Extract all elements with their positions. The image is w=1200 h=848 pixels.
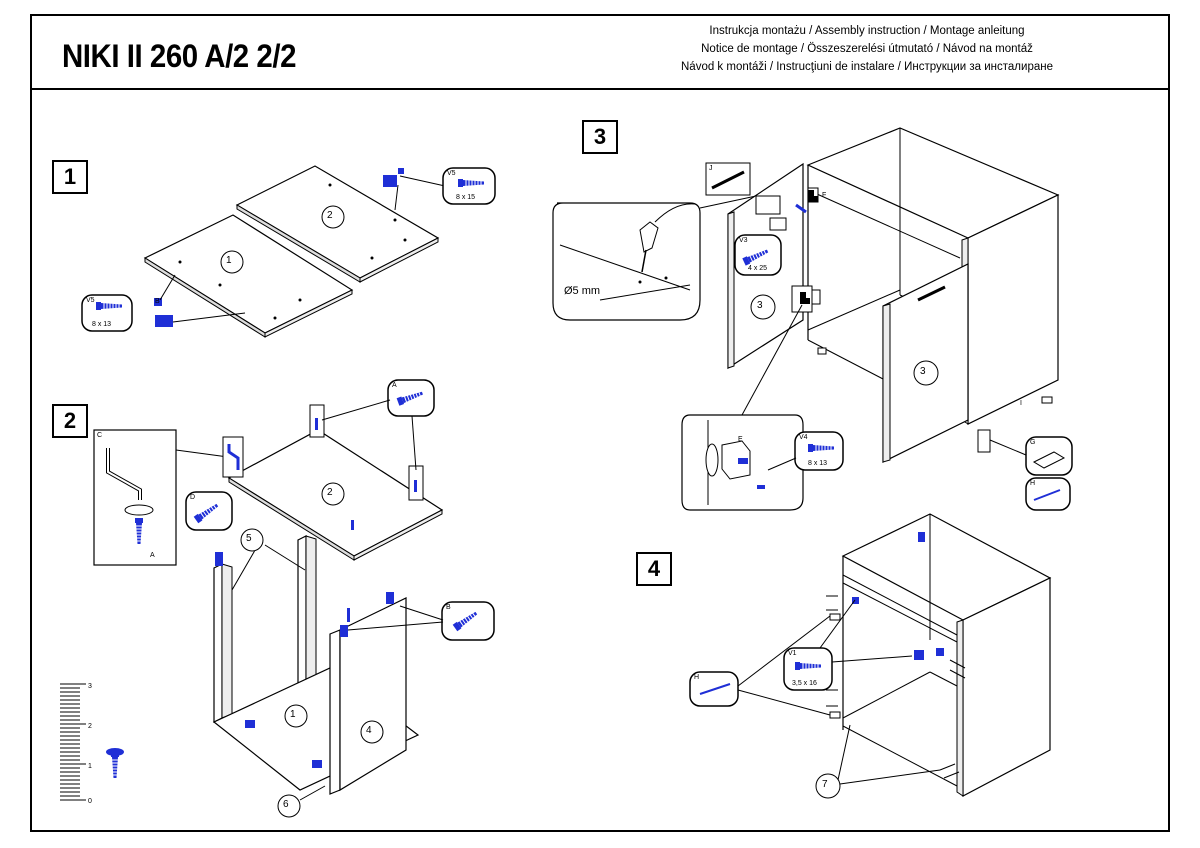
- step1-panel-1: [143, 214, 354, 338]
- part-h-letter-step3: H: [1030, 480, 1036, 487]
- step2-detail-inset: [93, 429, 229, 566]
- step3-cabinet: [806, 127, 1060, 425]
- part-g-letter: G: [1030, 439, 1036, 446]
- step-4-label: 4: [636, 552, 672, 586]
- v1-size: 3,5 x 16: [792, 680, 817, 687]
- v4-code: V4: [799, 434, 808, 441]
- drill-diameter: Ø5 mm: [564, 285, 601, 297]
- language-line: Notice de montage / Összeszerelési útmut…: [701, 43, 1033, 55]
- v5-code-left: V5: [86, 297, 95, 304]
- part-a-letter: A: [392, 382, 397, 389]
- part-a-letter-inset: A: [150, 552, 155, 559]
- product-title: NIKI II 260 A/2 2/2: [62, 38, 296, 74]
- screw-badge-d: [185, 491, 233, 531]
- gauge-mark-2: 2: [88, 723, 92, 730]
- screw-badge-v5-right: [442, 167, 496, 205]
- part-2-number: 2: [327, 210, 333, 221]
- part-j-letter: J: [709, 165, 713, 172]
- step2-carcass: [212, 535, 420, 801]
- part-3-marker-left: [750, 294, 776, 320]
- screw-badge-v4: [767, 431, 844, 471]
- part-i-letter: I: [1020, 400, 1022, 407]
- v5-code: V5: [447, 170, 456, 177]
- part-7-marker: [815, 773, 841, 799]
- language-line: Instrukcja montażu / Assembly instructio…: [709, 25, 1025, 37]
- screw-badge-v5-left: [81, 294, 133, 332]
- part-2-number-step2: 2: [327, 487, 333, 498]
- step3-hinge-inset: [681, 304, 804, 511]
- part-e-letter: E: [738, 436, 743, 443]
- part-f-letter: F: [822, 192, 827, 199]
- screw-badge-v3: [734, 234, 782, 276]
- part-2-marker: [321, 205, 345, 229]
- instruction-sheet-border: [30, 14, 1170, 832]
- gauge-mark-1: 1: [88, 763, 92, 770]
- part-1-marker: [220, 250, 244, 274]
- screw-badge-v1: [783, 599, 913, 691]
- v5-size: 8 x 15: [456, 194, 476, 201]
- language-line: Návod k montáži / Instrucţiuni de instal…: [681, 61, 1053, 73]
- part-1-marker-step2: [284, 704, 308, 728]
- part-1-number-step2: 1: [290, 709, 296, 720]
- screw-badge-a: [321, 379, 435, 471]
- v3-code: V3: [739, 237, 748, 244]
- part-h-letter-step4: H: [694, 674, 700, 681]
- part-1-number: 1: [226, 255, 232, 266]
- step1-connector-left: [154, 274, 246, 327]
- step3-handle-part-j: [705, 162, 751, 196]
- part-3-number-left: 3: [757, 300, 763, 311]
- v5-size-left: 8 x 13: [92, 321, 112, 328]
- part-5-number: 5: [246, 533, 252, 544]
- part-5-marker: [240, 528, 264, 552]
- step4-cabinet: [826, 513, 1052, 797]
- gauge-mark-0: 0: [88, 798, 92, 805]
- screw-badge-b: [347, 601, 495, 641]
- part-b-letter-step2: B: [446, 604, 451, 611]
- v1-code: V1: [788, 650, 797, 657]
- screw-gauge-ruler: [60, 683, 124, 801]
- v4-size: 8 x 13: [808, 460, 828, 467]
- part-h-badge-step4: [689, 615, 831, 716]
- part-6-marker: [277, 794, 301, 818]
- step-1-label: 1: [52, 160, 88, 194]
- step-2-label: 2: [52, 404, 88, 438]
- part-g-badge: [989, 436, 1073, 476]
- part-6-number: 6: [283, 799, 289, 810]
- part-c-letter: C: [97, 432, 103, 439]
- part-7-number: 7: [822, 779, 828, 790]
- part-b-letter: B: [155, 298, 160, 305]
- part-4-number: 4: [366, 725, 372, 736]
- step3-bracket-detail: [977, 429, 991, 453]
- part-d-letter: D: [190, 494, 196, 501]
- v3-size: 4 x 25: [748, 265, 768, 272]
- part-3-marker-right: [913, 360, 939, 386]
- step-3-label: 3: [582, 120, 618, 154]
- gauge-mark-3: 3: [88, 683, 92, 690]
- language-titles: Instrukcja montażu / Assembly instructio…: [632, 22, 1102, 76]
- step1-connector-right: [383, 168, 446, 211]
- step3-drill-inset: [552, 195, 757, 321]
- header-divider: [30, 88, 1170, 90]
- part-4-marker: [360, 720, 384, 744]
- part-h-badge-step3: [1025, 477, 1071, 511]
- part-2-marker-step2: [321, 482, 345, 506]
- part-3-number-right: 3: [920, 366, 926, 377]
